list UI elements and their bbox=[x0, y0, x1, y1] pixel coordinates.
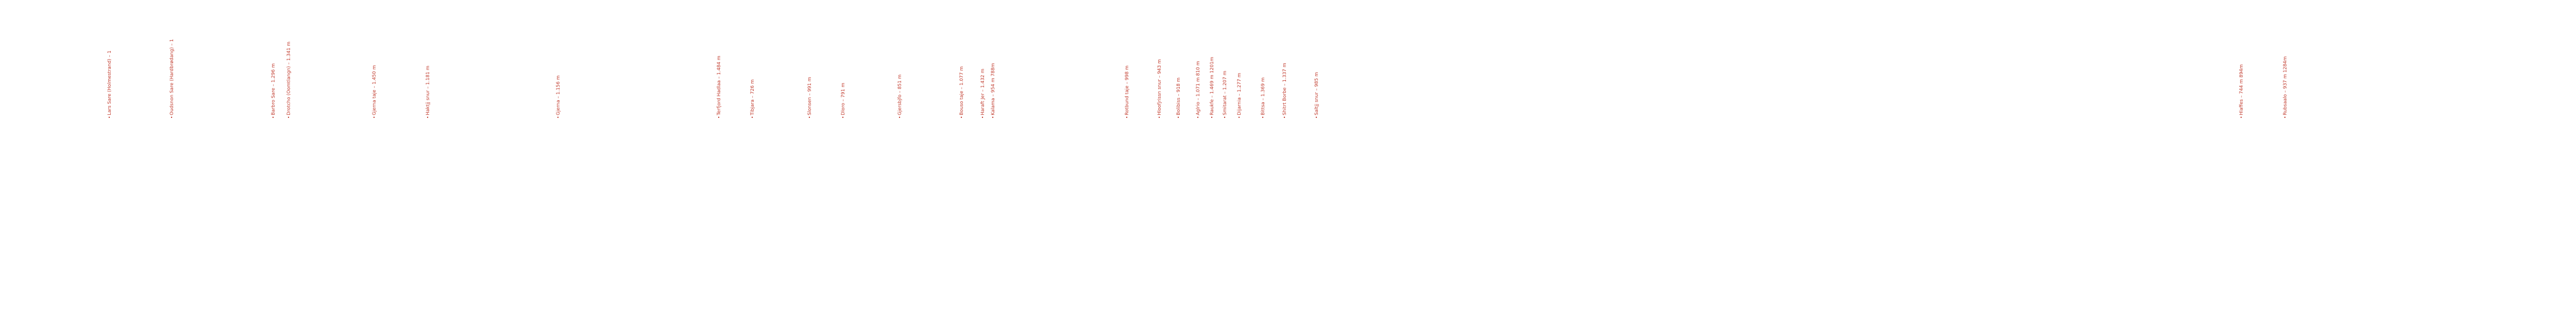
scatter-point: Terfjord Hadlaa – 1.484 m bbox=[717, 56, 722, 118]
point-marker bbox=[1211, 116, 1213, 118]
chart-marks: Lars Sare (Holmestrand) – 1 Oudsnon Sare … bbox=[107, 39, 2288, 118]
point-label: Rotbund taje – 998 m bbox=[1125, 65, 1130, 115]
scatter-point: Haktjj snur – 1.181 m bbox=[426, 66, 431, 118]
point-marker bbox=[1126, 116, 1128, 118]
point-marker bbox=[287, 116, 290, 118]
point-marker bbox=[718, 116, 720, 118]
scatter-point: Dloro – 791 m bbox=[841, 83, 846, 118]
point-label: Shitrt Borbe – 1.337 m bbox=[1282, 63, 1287, 115]
point-label: Bittsa – 1.369 m bbox=[1261, 77, 1266, 115]
point-marker bbox=[808, 116, 810, 118]
scatter-point: Slonsen – 991 m bbox=[807, 77, 812, 118]
point-label: Hlaffes – 744 m 894m bbox=[2239, 64, 2244, 115]
scatter-point: Oudsnon Sare (Hardbrødang) – 1 bbox=[170, 39, 175, 118]
point-marker bbox=[108, 116, 110, 118]
point-marker bbox=[2284, 116, 2286, 118]
point-marker bbox=[992, 116, 994, 118]
scatter-point: Bittsa – 1.369 m bbox=[1261, 77, 1266, 118]
scatter-point: Rotbund taje – 998 m bbox=[1125, 65, 1130, 118]
scatter-point: Gjerna – 1.156 m bbox=[556, 76, 561, 118]
point-marker bbox=[960, 116, 962, 118]
point-marker bbox=[899, 116, 901, 118]
point-label: Lars Sare (Holmestrand) – 1 bbox=[107, 50, 112, 115]
point-marker bbox=[171, 116, 173, 118]
point-marker bbox=[1238, 116, 1240, 118]
point-label: Gjerna – 1.156 m bbox=[556, 76, 561, 115]
point-label: Haraft Jer – 1.432 m bbox=[980, 69, 986, 115]
scatter-point: Lars Sare (Holmestrand) – 1 bbox=[107, 50, 112, 118]
scatter-point: Bolibiss – 918 m bbox=[1176, 78, 1181, 118]
point-label: Barbro Sare – 1.296 m bbox=[271, 63, 276, 115]
point-label: Hloofjrissn snur – 943 m bbox=[1157, 59, 1162, 115]
scatter-point: Gjerna taje – 1.450 m bbox=[372, 65, 377, 118]
point-marker bbox=[272, 116, 274, 118]
scatter-point: Hlaffes – 744 m 894m bbox=[2239, 64, 2244, 118]
scatter-point: Dijarnia – 1.277 m bbox=[1237, 73, 1242, 118]
point-marker bbox=[2240, 116, 2242, 118]
point-label: Bouso taje – 1.077 m bbox=[959, 66, 964, 115]
point-marker bbox=[1158, 116, 1160, 118]
point-marker bbox=[1197, 116, 1199, 118]
point-label: Bolibiss – 918 m bbox=[1176, 78, 1181, 115]
scatter-point: Smitarat – 1.207 m bbox=[1223, 71, 1228, 118]
point-marker bbox=[751, 116, 753, 118]
point-marker bbox=[842, 116, 844, 118]
point-label: Oudsnon Sare (Hardbrødang) – 1 bbox=[170, 39, 175, 115]
scatter-point: Tibjara – 726 m bbox=[750, 79, 755, 118]
scatter-point: Rubsaalo – 937 m 1284m bbox=[2283, 56, 2288, 118]
point-marker bbox=[1224, 116, 1226, 118]
point-marker bbox=[1283, 116, 1285, 118]
scatter-point: Aglrio – 1.071 m 810 m bbox=[1196, 61, 1201, 118]
point-label: Aglrio – 1.071 m 810 m bbox=[1196, 61, 1201, 115]
scatter-point: Haraft Jer – 1.432 m bbox=[980, 69, 986, 118]
point-label: Dijarnia – 1.277 m bbox=[1237, 73, 1242, 115]
scatter-point: Drotcho (Oomtlangn) – 1.341 m bbox=[286, 42, 292, 118]
point-label: Slonsen – 991 m bbox=[807, 77, 812, 115]
point-marker bbox=[1315, 116, 1317, 118]
scatter-point: Raukfe – 1.469 m 1201m bbox=[1210, 57, 1215, 118]
point-label: Terfjord Hadlaa – 1.484 m bbox=[717, 56, 722, 116]
point-marker bbox=[557, 116, 559, 118]
point-marker bbox=[1177, 116, 1179, 118]
point-label: Rubsaalo – 937 m 1284m bbox=[2283, 56, 2288, 115]
scatter-point: Shitrt Borbe – 1.337 m bbox=[1282, 63, 1287, 118]
scatter-point: Hloofjrissn snur – 943 m bbox=[1157, 59, 1162, 118]
point-label: Gjersbjfo – 851 m bbox=[897, 75, 903, 115]
scatter-point: Gjersbjfo – 851 m bbox=[897, 75, 903, 118]
point-marker bbox=[981, 116, 984, 118]
scatter-point: Bouso taje – 1.077 m bbox=[959, 66, 964, 118]
scatter-point: Barbro Sare – 1.296 m bbox=[271, 63, 276, 118]
point-label: Kalama – 954 m 788m bbox=[991, 63, 996, 115]
point-label: Drotcho (Oomtlangn) – 1.341 m bbox=[286, 42, 292, 115]
point-marker bbox=[427, 116, 429, 118]
scatter-point: Saltjj snur – 985 m bbox=[1314, 72, 1319, 118]
point-label: Raukfe – 1.469 m 1201m bbox=[1210, 57, 1215, 115]
point-label: Tibjara – 726 m bbox=[750, 79, 755, 116]
point-label: Smitarat – 1.207 m bbox=[1223, 71, 1228, 115]
point-marker bbox=[1262, 116, 1264, 118]
point-label: Haktjj snur – 1.181 m bbox=[426, 66, 431, 115]
point-label: Saltjj snur – 985 m bbox=[1314, 72, 1319, 115]
point-label: Dloro – 791 m bbox=[841, 83, 846, 115]
point-marker bbox=[373, 116, 375, 118]
scatter-point: Kalama – 954 m 788m bbox=[991, 63, 996, 118]
point-label: Gjerna taje – 1.450 m bbox=[372, 65, 377, 115]
